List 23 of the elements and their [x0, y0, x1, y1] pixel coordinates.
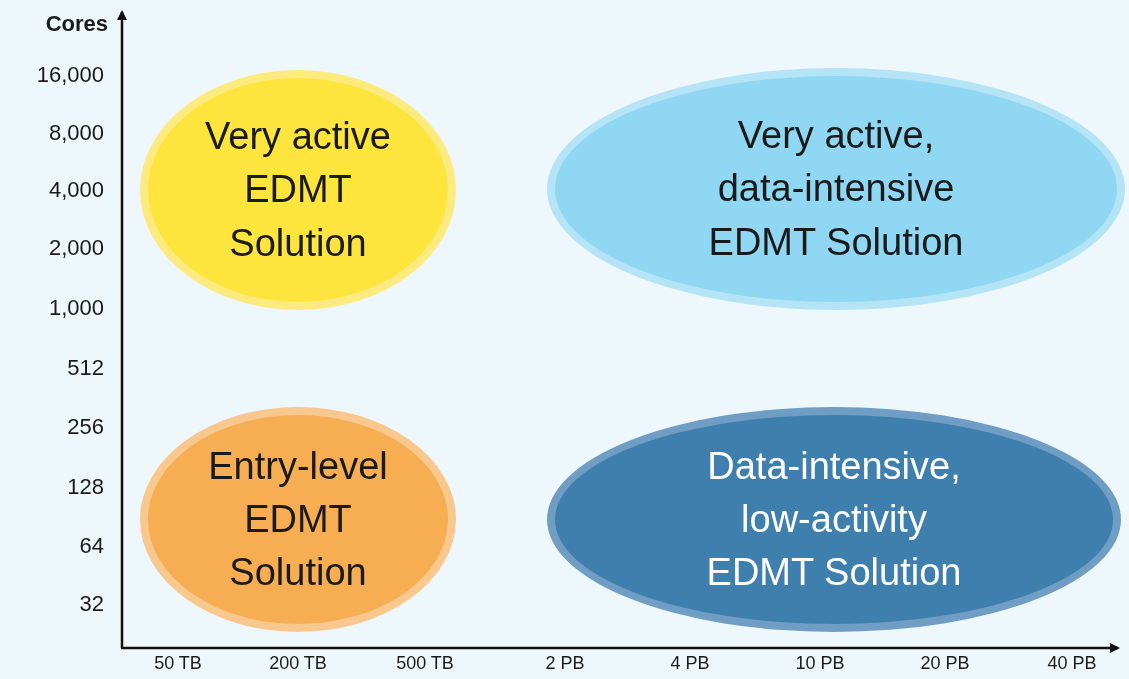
tick-label: 32	[78, 590, 104, 618]
region-label: Very active EDMT Solution	[204, 114, 392, 266]
tick-label: 4 PB	[669, 652, 711, 675]
tick-label: 512	[66, 354, 104, 382]
tick-label: 2 PB	[544, 652, 586, 675]
tick-label: 2,000	[47, 234, 104, 262]
tick-label: 40 PB	[1046, 652, 1098, 675]
tick-label: 256	[66, 413, 104, 441]
tick-label: 64	[78, 532, 104, 560]
axis-title: Cores	[44, 10, 108, 38]
tick-label: 1,000	[47, 294, 104, 322]
tick-label: 16,000	[35, 61, 104, 89]
region-label: Data-intensive, low-activity EDMT Solution	[705, 443, 963, 596]
tick-label: 20 PB	[919, 652, 971, 675]
region-label: Entry-level EDMT Solution	[207, 443, 389, 596]
tick-label: 128	[66, 473, 104, 501]
region-label: Very active, data-intensive EDMT Solution	[707, 113, 965, 265]
tick-label: 10 PB	[794, 652, 846, 675]
tick-label: 200 TB	[268, 652, 328, 675]
tick-label: 4,000	[47, 176, 104, 204]
tick-label: 8,000	[47, 119, 104, 147]
tick-label: 50 TB	[153, 652, 203, 675]
tick-label: 500 TB	[395, 652, 455, 675]
